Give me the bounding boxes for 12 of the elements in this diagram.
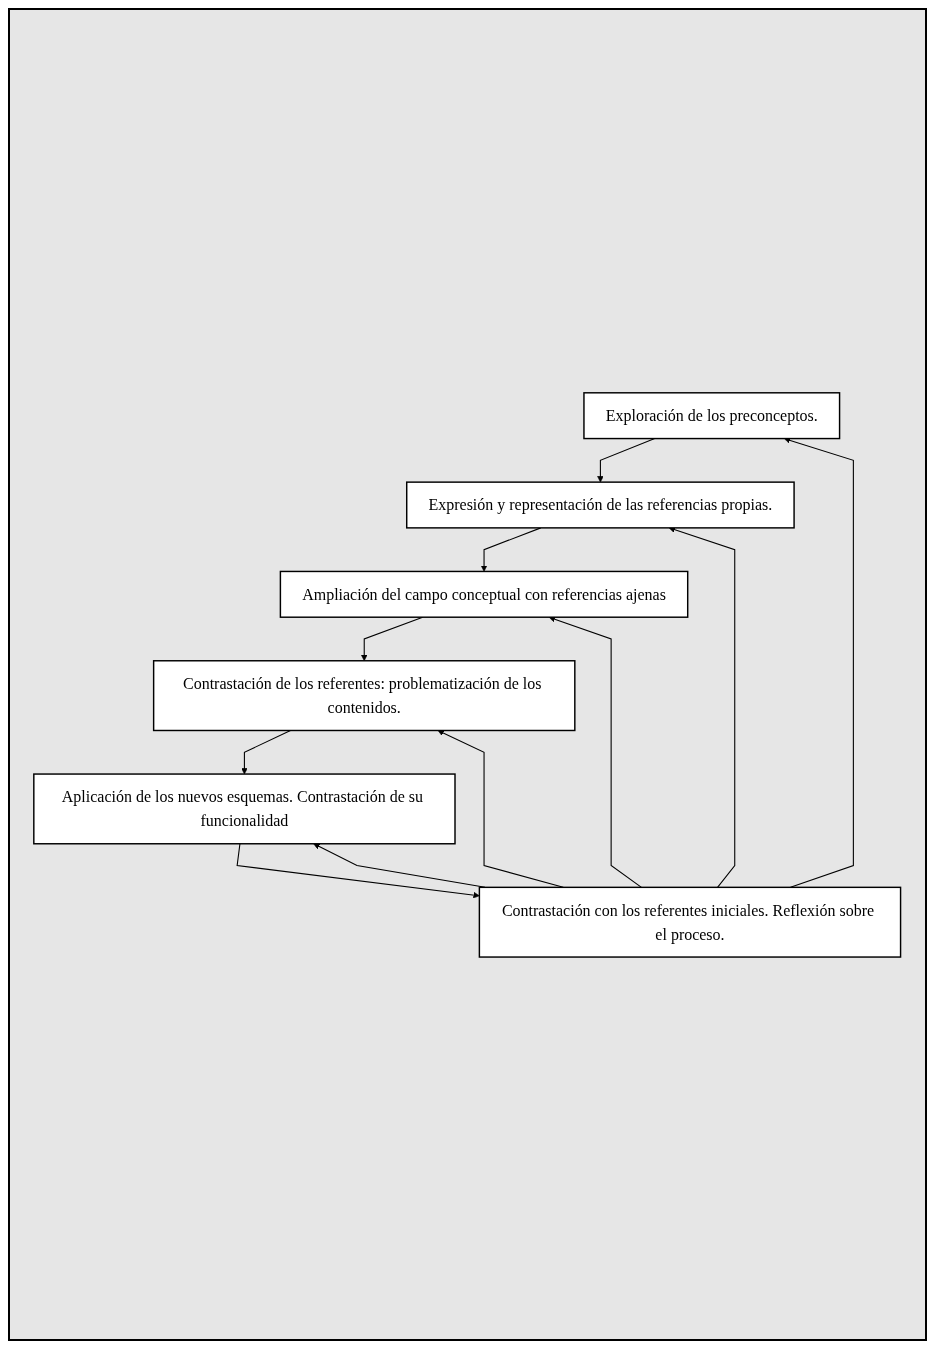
arrow [669, 526, 736, 888]
arrow [241, 729, 292, 774]
node-box [583, 391, 841, 439]
node-box [279, 570, 689, 618]
node-box [406, 480, 796, 529]
arrow [597, 437, 656, 482]
node-box [33, 772, 457, 845]
arrow [361, 616, 424, 661]
arrow [236, 842, 480, 898]
node-box [478, 886, 902, 958]
panel-background: Exploración de los preconceptos. Expresión y representación de las referencias propias. Ampliación del campo conceptual con referencias ajenas Contrastación de los referentes: problematización de los contenidos. Aplicación de los nuevos esquemas. Contrastación de su funcionalidad Contrastación con los referentes iniciales. Reflexión sobre el proceso. [8, 8, 927, 1341]
node-box [153, 659, 576, 731]
